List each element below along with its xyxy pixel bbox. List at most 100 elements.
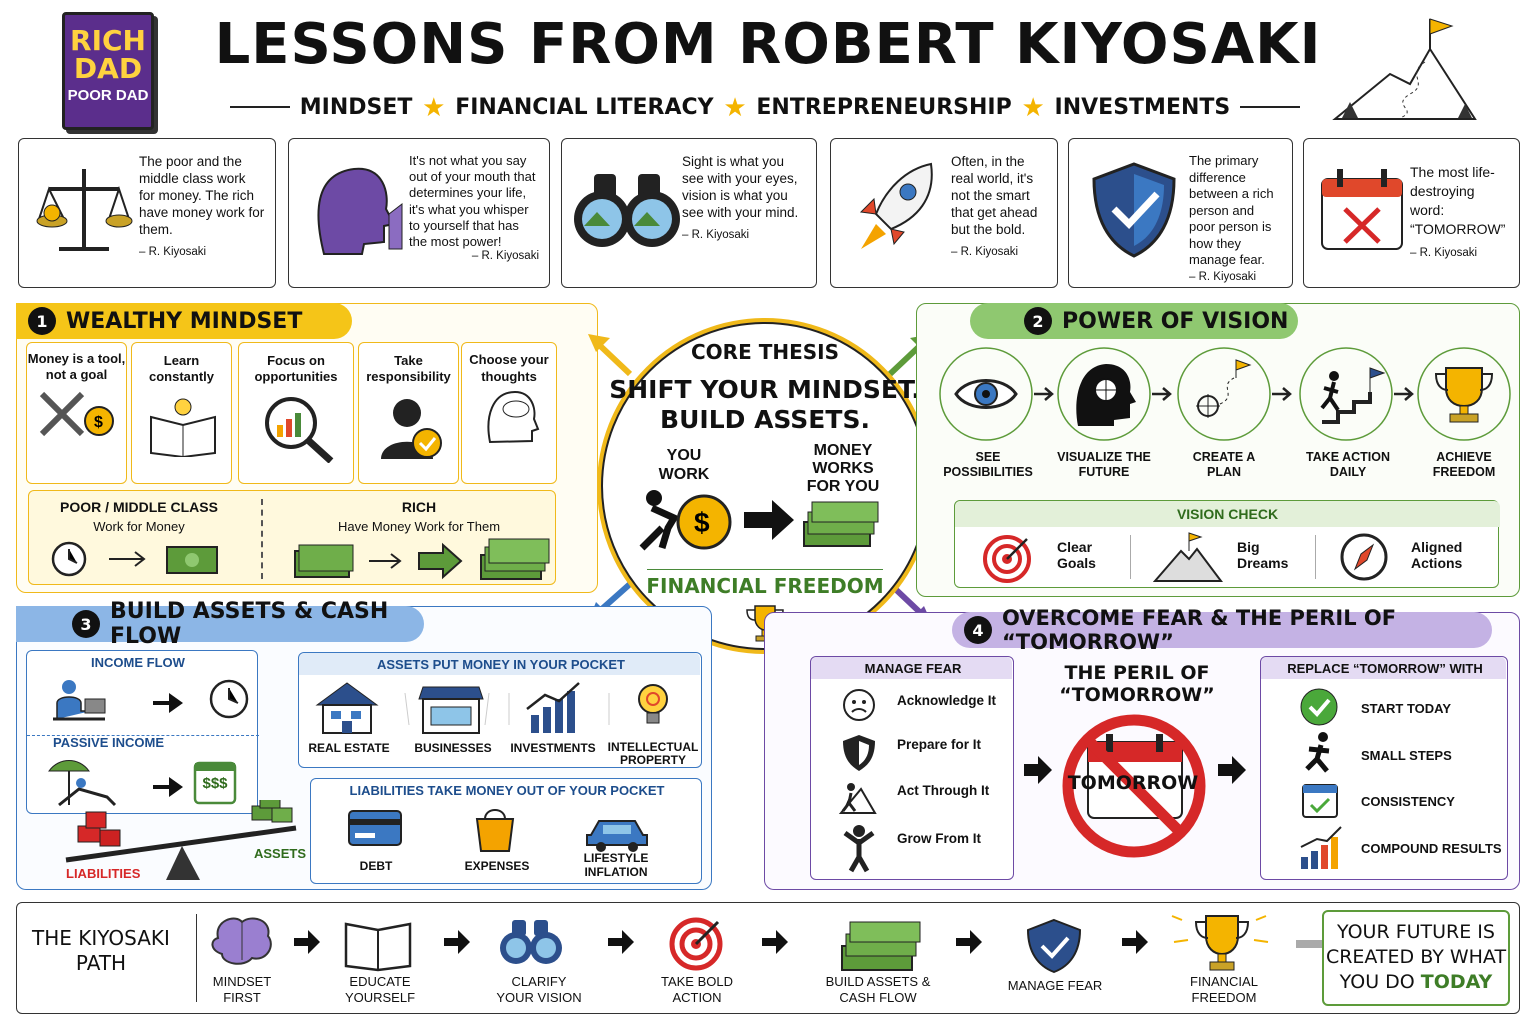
- shield-icon: [1079, 149, 1189, 269]
- path-step-label: MANAGE FEAR: [1007, 978, 1103, 993]
- quote-card: Often, in the real world, it's not the s…: [830, 138, 1058, 288]
- quote-card: The most life-destroying word: “TOMORROW…: [1303, 138, 1520, 288]
- no-tomorrow-icon: [1062, 714, 1206, 858]
- quote-text: It's not what you say out of your mouth …: [409, 153, 536, 250]
- assets-title: ASSETS PUT MONEY IN YOUR POCKET: [376, 657, 625, 672]
- clock-to-cash-icon: [51, 541, 218, 577]
- calendar-x-icon: [1314, 149, 1410, 269]
- vision-check-box: VISION CHECK Clear Goals Big Dreams Alig…: [954, 500, 1500, 588]
- mindset-card: Money is a tool, not a goal$: [26, 342, 127, 484]
- manage-fear-item: Act Through It: [897, 783, 990, 798]
- asset-label: REAL ESTATE: [308, 741, 390, 755]
- manage-fear-item: Prepare for It: [897, 737, 982, 752]
- fear-step-icons: [838, 689, 877, 873]
- liabilities-box: LIABILITIES TAKE MONEY OUT OF YOUR POCKE…: [310, 778, 702, 884]
- quote-card: The poor and the middle class work for m…: [18, 138, 276, 288]
- quote-author: – R. Kiyosaki: [951, 246, 1019, 258]
- topic-investments: INVESTMENTS: [1054, 94, 1231, 120]
- replace-icons: [1300, 688, 1342, 869]
- poor-title: POOR / MIDDLE CLASS: [60, 499, 218, 515]
- you-work-label: YOU WORK: [658, 447, 710, 483]
- path-title: THE KIYOSAKI PATH: [32, 926, 170, 975]
- section-number: 1: [28, 307, 56, 335]
- motto-line: YOU DO: [1339, 971, 1415, 993]
- book-title-line: DAD: [73, 52, 143, 85]
- poor-subtitle: Work for Money: [93, 519, 185, 534]
- asset-icons: [315, 682, 668, 734]
- core-label: CORE THESIS: [691, 340, 839, 364]
- mindset-label: Choose your thoughts: [469, 352, 549, 384]
- liabilities-title: LIABILITIES TAKE MONEY OUT OF YOUR POCKE…: [349, 783, 665, 798]
- core-divider: [647, 569, 883, 570]
- core-line2: BUILD ASSETS.: [660, 405, 870, 434]
- motto-line: CREATED BY WHAT: [1325, 946, 1507, 968]
- mindset-label: Learn constantly: [148, 353, 214, 384]
- vision-check-title: VISION CHECK: [1176, 506, 1279, 522]
- manage-fear-box: MANAGE FEAR Acknowledge It Prepare for I…: [810, 656, 1014, 880]
- page-title: LESSONS FROM ROBERT KIYOSAKI: [214, 12, 1322, 77]
- relax-to-cash-icon: [48, 760, 237, 807]
- path-step-label: MINDSET FIRST: [212, 974, 272, 1005]
- quote-author: – R. Kiyosaki: [1410, 247, 1478, 259]
- peril-title: THE PERIL OF “TOMORROW”: [1059, 662, 1215, 706]
- mindset-card: Learn constantly: [131, 342, 232, 484]
- income-flow-title: INCOME FLOW: [91, 655, 185, 670]
- section-title: BUILD ASSETS & CASH FLOW: [110, 599, 389, 649]
- seesaw-assets-label: ASSETS: [254, 846, 307, 861]
- replace-item: SMALL STEPS: [1361, 748, 1452, 763]
- magnifier-chart-icon: [265, 397, 334, 464]
- replace-item: COMPOUND RESULTS: [1361, 841, 1502, 856]
- liability-label: EXPENSES: [464, 859, 530, 873]
- section-title: OVERCOME FEAR & THE PERIL OF “TOMORROW”: [1002, 606, 1397, 654]
- mindset-label: Focus on opportunities: [254, 353, 338, 384]
- replace-item: CONSISTENCY: [1361, 794, 1455, 809]
- passive-income-title: PASSIVE INCOME: [53, 735, 165, 750]
- book-subtitle: POOR DAD: [67, 87, 149, 104]
- whisper-head-icon: [299, 149, 409, 269]
- kiyosaki-path-bar: [16, 902, 1520, 1014]
- vision-check-item: Aligned Actions: [1411, 539, 1463, 571]
- money-works-label: MONEY WORKS FOR YOU: [806, 442, 880, 495]
- quote-text: Often, in the real world, it's not the s…: [951, 154, 1038, 237]
- path-step-label: BUILD ASSETS & CASH FLOW: [825, 974, 931, 1005]
- rocket-icon: [841, 149, 951, 269]
- quote-author: – R. Kiyosaki: [139, 246, 207, 258]
- star-icon: ★: [422, 91, 446, 122]
- section-title: WEALTHY MINDSET: [66, 308, 303, 334]
- target-icon: [983, 535, 1031, 583]
- vision-step-icons: [939, 347, 1511, 441]
- compass-icon: [1340, 533, 1388, 581]
- topic-entrepreneurship: ENTREPRENEURSHIP: [756, 94, 1012, 120]
- quote-card: The primary difference between a rich pe…: [1068, 138, 1293, 288]
- replace-title: REPLACE “TOMORROW” WITH: [1287, 661, 1483, 676]
- section-title: POWER OF VISION: [1062, 308, 1289, 334]
- quote-author: – R. Kiyosaki: [471, 250, 539, 263]
- asset-label: INVESTMENTS: [510, 741, 596, 755]
- arrow-right-icon: [1024, 756, 1052, 784]
- replace-tomorrow-box: REPLACE “TOMORROW” WITH START TODAY SMAL…: [1260, 656, 1508, 880]
- topic-financial-literacy: FINANCIAL LITERACY: [455, 94, 714, 120]
- vision-check-item: Big Dreams: [1237, 539, 1289, 571]
- svg-text:$: $: [694, 507, 710, 538]
- book-title-line: RICH: [70, 24, 146, 57]
- quote-card: It's not what you say out of your mouth …: [288, 138, 550, 288]
- path-step-label: EDUCATE YOURSELF: [344, 974, 416, 1005]
- path-step-icons: [211, 915, 1269, 974]
- income-flow-box: INCOME FLOW PASSIVE INCOME $$$: [26, 650, 259, 814]
- quote-author: – R. Kiyosaki: [1189, 270, 1257, 283]
- mindset-card: Focus on opportunities: [238, 342, 354, 484]
- path-step-label: FINANCIAL FREEDOM: [1190, 974, 1258, 1005]
- mindset-card: Take responsibility: [358, 342, 459, 484]
- mindset-label: Money is a tool, not a goal: [27, 351, 126, 382]
- motto-box: YOUR FUTURE IS CREATED BY WHAT YOU DO TO…: [1322, 910, 1510, 1006]
- topics-bar: MINDSET ★ FINANCIAL LITERACY ★ ENTREPREN…: [230, 90, 1300, 124]
- vision-step-label: TAKE ACTION DAILY: [1305, 450, 1391, 479]
- rich-title: RICH: [401, 499, 437, 515]
- vision-step-label: SEE POSSIBILITIES: [943, 450, 1033, 479]
- vision-check-item: Clear Goals: [1057, 539, 1096, 571]
- cash-symbol: $$$: [202, 775, 228, 792]
- path-step-label: TAKE BOLD ACTION: [660, 974, 733, 1005]
- mindset-card: Choose your thoughts: [461, 342, 557, 484]
